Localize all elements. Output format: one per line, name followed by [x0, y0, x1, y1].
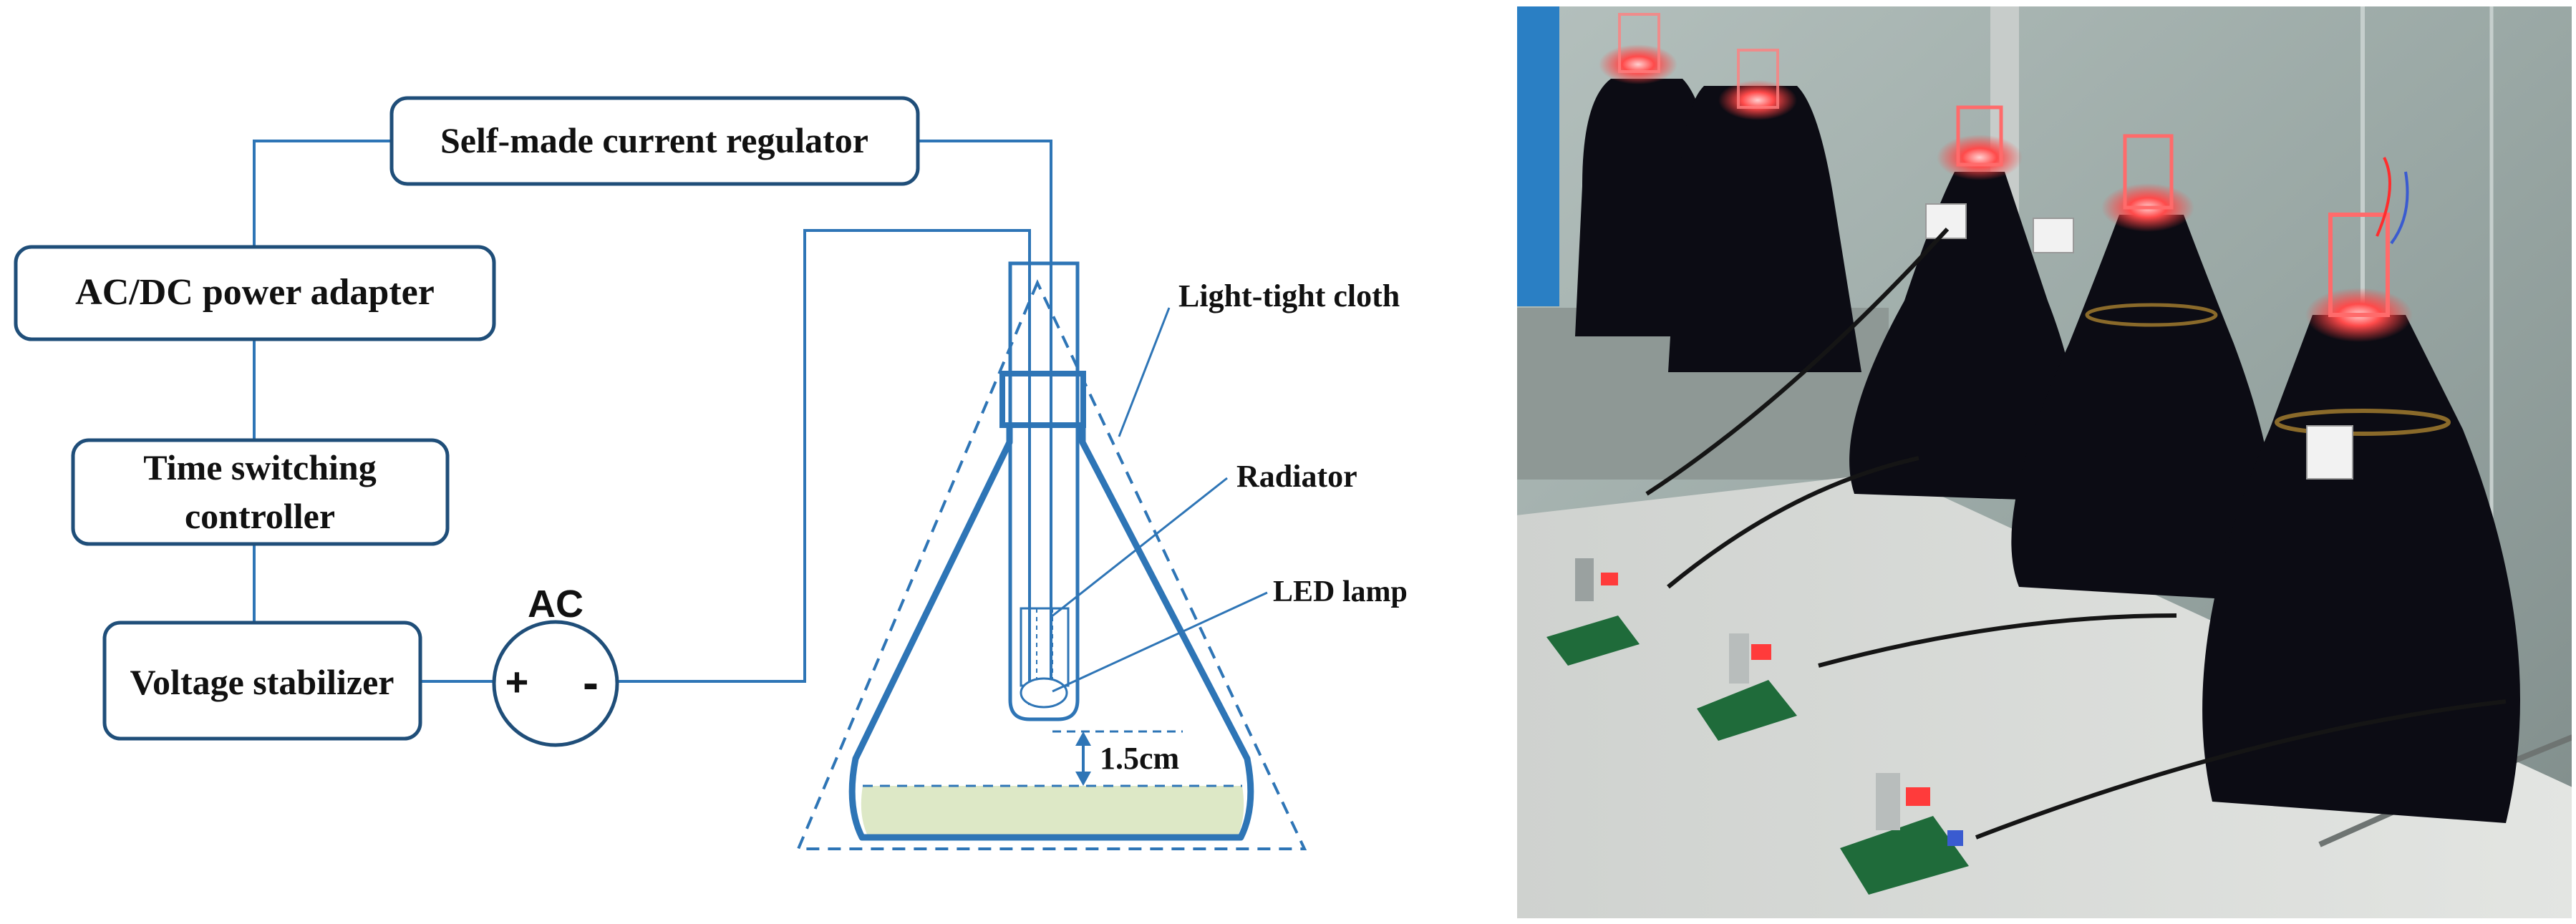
tie-front-2: [2085, 303, 2218, 327]
wires: [253, 140, 1052, 705]
driver-board-3: [1840, 773, 1969, 895]
distance-label: 1.5cm: [1100, 741, 1179, 776]
box-stabilizer: Voltage stabilizer: [102, 621, 422, 741]
stabilizer-label: Voltage stabilizer: [130, 662, 394, 702]
led-leader: [1052, 591, 1268, 693]
flask-group-back: [1575, 13, 1861, 372]
driver-boards: [1546, 558, 1969, 895]
lamp-tube: [1008, 261, 1080, 721]
lead-wire-blue: [2390, 171, 2409, 245]
radiator-block: [1020, 607, 1070, 687]
tube-back-2: [1737, 49, 1779, 109]
wire-regulator-to-lamp: [918, 140, 1052, 705]
regulator-label: Self-made current regulator: [440, 120, 868, 160]
setup-photograph: [1516, 6, 2572, 919]
timer-label-line2: controller: [185, 496, 335, 536]
cable-4: [1667, 456, 1919, 589]
wire-adapter-to-regulator: [253, 140, 392, 247]
lead-wire-red: [2376, 157, 2391, 237]
cables: [1645, 227, 2507, 840]
radiator-label: Radiator: [1236, 459, 1357, 494]
callout-leaders: [1050, 307, 1268, 693]
tie-front-3: [2275, 409, 2451, 436]
light-tight-cloth-outline: [795, 279, 1307, 850]
flask-body: [848, 424, 1254, 841]
cable-3: [1975, 699, 2507, 840]
distance-arrow-up: [1075, 731, 1091, 746]
box-timer: Time switching controller: [71, 438, 450, 546]
blue-panel: [1516, 6, 1559, 306]
adapter-label: AC/DC power adapter: [75, 272, 435, 313]
flask-group-front: [1849, 105, 2520, 823]
driver-board-2: [1697, 633, 1797, 741]
tube-front-2: [2123, 134, 2174, 210]
timer-label-line1: Time switching: [143, 447, 377, 487]
glow-back-1: [1599, 44, 1677, 84]
ac-circle: [492, 620, 619, 747]
flask-neck: [999, 371, 1086, 428]
ac-source: AC + -: [492, 583, 619, 747]
photo-frame: [1516, 5, 2573, 920]
box-regulator: Self-made current regulator: [389, 96, 920, 186]
cable-2: [1818, 613, 2177, 668]
led-label: LED lamp: [1273, 575, 1408, 608]
cloth-label: Light-tight cloth: [1178, 278, 1400, 313]
led-bulb: [1020, 677, 1068, 709]
wire-ac-to-lamp: [617, 229, 1031, 705]
distance-arrow-down: [1075, 772, 1091, 786]
flask-cloth-front-1: [1849, 172, 2077, 501]
cable-1: [1645, 227, 1950, 496]
ac-plus: +: [505, 659, 529, 704]
schematic-diagram: Self-made current regulator AC/DC power …: [14, 96, 1408, 850]
glow-back-2: [1718, 80, 1797, 120]
glow-front-1: [1937, 135, 2023, 180]
flask-cloth-front-3: [2202, 315, 2520, 823]
tube-back-1: [1618, 13, 1660, 73]
ac-minus: -: [583, 656, 599, 709]
flask-cloth-back-2: [1668, 86, 1861, 372]
cloth-leader: [1118, 307, 1171, 437]
ac-label: AC: [528, 583, 584, 626]
tube-front-3: [2328, 213, 2390, 317]
culture-medium: [861, 786, 1244, 839]
connector-2: [2033, 218, 2074, 253]
connector-3: [2306, 425, 2353, 480]
box-adapter: AC/DC power adapter: [14, 245, 496, 341]
tube-front-1: [1956, 105, 2003, 167]
driver-board-1: [1546, 558, 1640, 666]
radiator-leader: [1050, 477, 1228, 618]
